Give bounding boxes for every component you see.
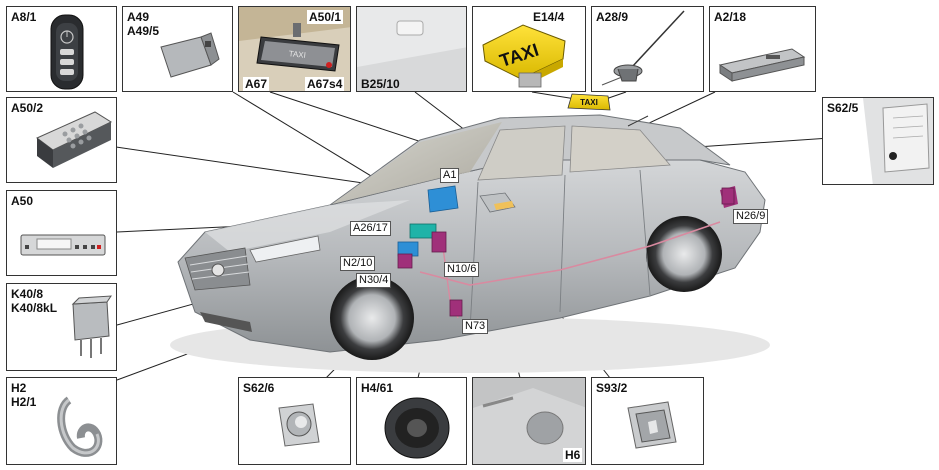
panel-a50-2: A50/2 — [6, 97, 117, 183]
door-switch-icon — [863, 98, 933, 184]
car-body — [170, 114, 770, 373]
panel-s62-6: S62/6 — [238, 377, 351, 465]
label-a50-1: A50/1 — [307, 10, 344, 24]
panel-a8-1: A8/1 — [6, 6, 117, 92]
pointer-label-n26-9: N26/9 — [733, 209, 769, 224]
taxi-sign-on-car: TAXI — [567, 93, 611, 111]
panel-s62-5: S62/5 — [822, 97, 934, 185]
label-h4-61: H4/61 — [361, 381, 394, 395]
label-h6: H6 — [563, 448, 583, 462]
contact-switch-icon — [278, 403, 320, 447]
panel-a50: A50 — [6, 190, 117, 276]
pointer-label-n30-4: N30/4 — [356, 273, 392, 288]
pointer-label-n2-10: N2/10 — [340, 256, 376, 271]
label-e14-4: E14/4 — [533, 10, 565, 24]
taxi-sign-icon: TAXI — [482, 24, 566, 88]
camera-module-icon — [160, 32, 220, 78]
speaker-icon — [384, 397, 450, 459]
taximeter-keypad-icon — [36, 111, 113, 168]
pointer-label-n73: N73 — [462, 319, 489, 334]
label-a67s4: A67s4 — [305, 77, 345, 91]
panel-s93-2: S93/2 — [591, 377, 704, 465]
label-k40-8: K40/8 — [11, 287, 44, 301]
label-h2-1: H2/1 — [11, 395, 37, 409]
relay-icon — [71, 295, 112, 358]
label-a28-9: A28/9 — [596, 10, 629, 24]
panel-h6: H6 — [472, 377, 586, 465]
panel-e14-4: E14/4 TAXI — [472, 6, 586, 92]
component-n73 — [449, 299, 463, 317]
component-n10-6 — [431, 231, 447, 253]
panel-a50-1: TAXI A50/1 A67 A67s4 — [238, 6, 351, 92]
component-a26-17 — [409, 223, 437, 239]
svg-text:TAXI: TAXI — [288, 49, 306, 60]
label-b25-10: B25/10 — [361, 77, 400, 91]
pointer-label-n10-6: N10/6 — [444, 262, 480, 277]
component-n30-4 — [397, 253, 413, 269]
label-s62-5: S62/5 — [827, 101, 859, 115]
label-h2: H2 — [11, 381, 27, 395]
component-n26-9 — [721, 187, 735, 205]
label-s62-6: S62/6 — [243, 381, 275, 395]
car-components — [397, 185, 735, 317]
rear-wheel — [646, 216, 722, 292]
panel-a49: A49 A49/5 — [122, 6, 233, 92]
horn-icon — [57, 396, 103, 457]
panel-a28-9: A28/9 — [591, 6, 704, 92]
label-k40-8kl: K40/8kL — [11, 301, 58, 315]
antenna-icon — [601, 10, 685, 86]
panel-b25-10: B25/10 — [356, 6, 467, 92]
roof-sensor-icon — [357, 7, 466, 91]
label-a8-1: A8/1 — [11, 10, 37, 24]
pointer-label-a26-17: A26/17 — [350, 221, 391, 236]
pointer-label-a1: A1 — [440, 168, 460, 183]
component-a1 — [427, 185, 459, 213]
label-a49-5: A49/5 — [127, 24, 160, 38]
key-fob-icon — [50, 14, 84, 90]
panel-h2: H2 H2/1 — [6, 377, 117, 465]
panel-a2-18: A2/18 — [709, 6, 816, 92]
label-a2-18: A2/18 — [714, 10, 747, 24]
label-s93-2: S93/2 — [596, 381, 628, 395]
panel-k40-8: K40/8 K40/8kL — [6, 283, 117, 371]
push-button-switch-icon — [627, 401, 677, 449]
label-a50-2: A50/2 — [11, 101, 44, 115]
control-module-icon — [718, 48, 806, 82]
taximeter-display-icon — [20, 234, 106, 256]
label-a67: A67 — [243, 77, 270, 91]
label-a50: A50 — [11, 194, 34, 208]
panel-h4-61: H4/61 — [356, 377, 467, 465]
taxi-sign-small-text: TAXI — [580, 98, 598, 107]
front-wheel — [330, 276, 414, 360]
label-a49: A49 — [127, 10, 150, 24]
